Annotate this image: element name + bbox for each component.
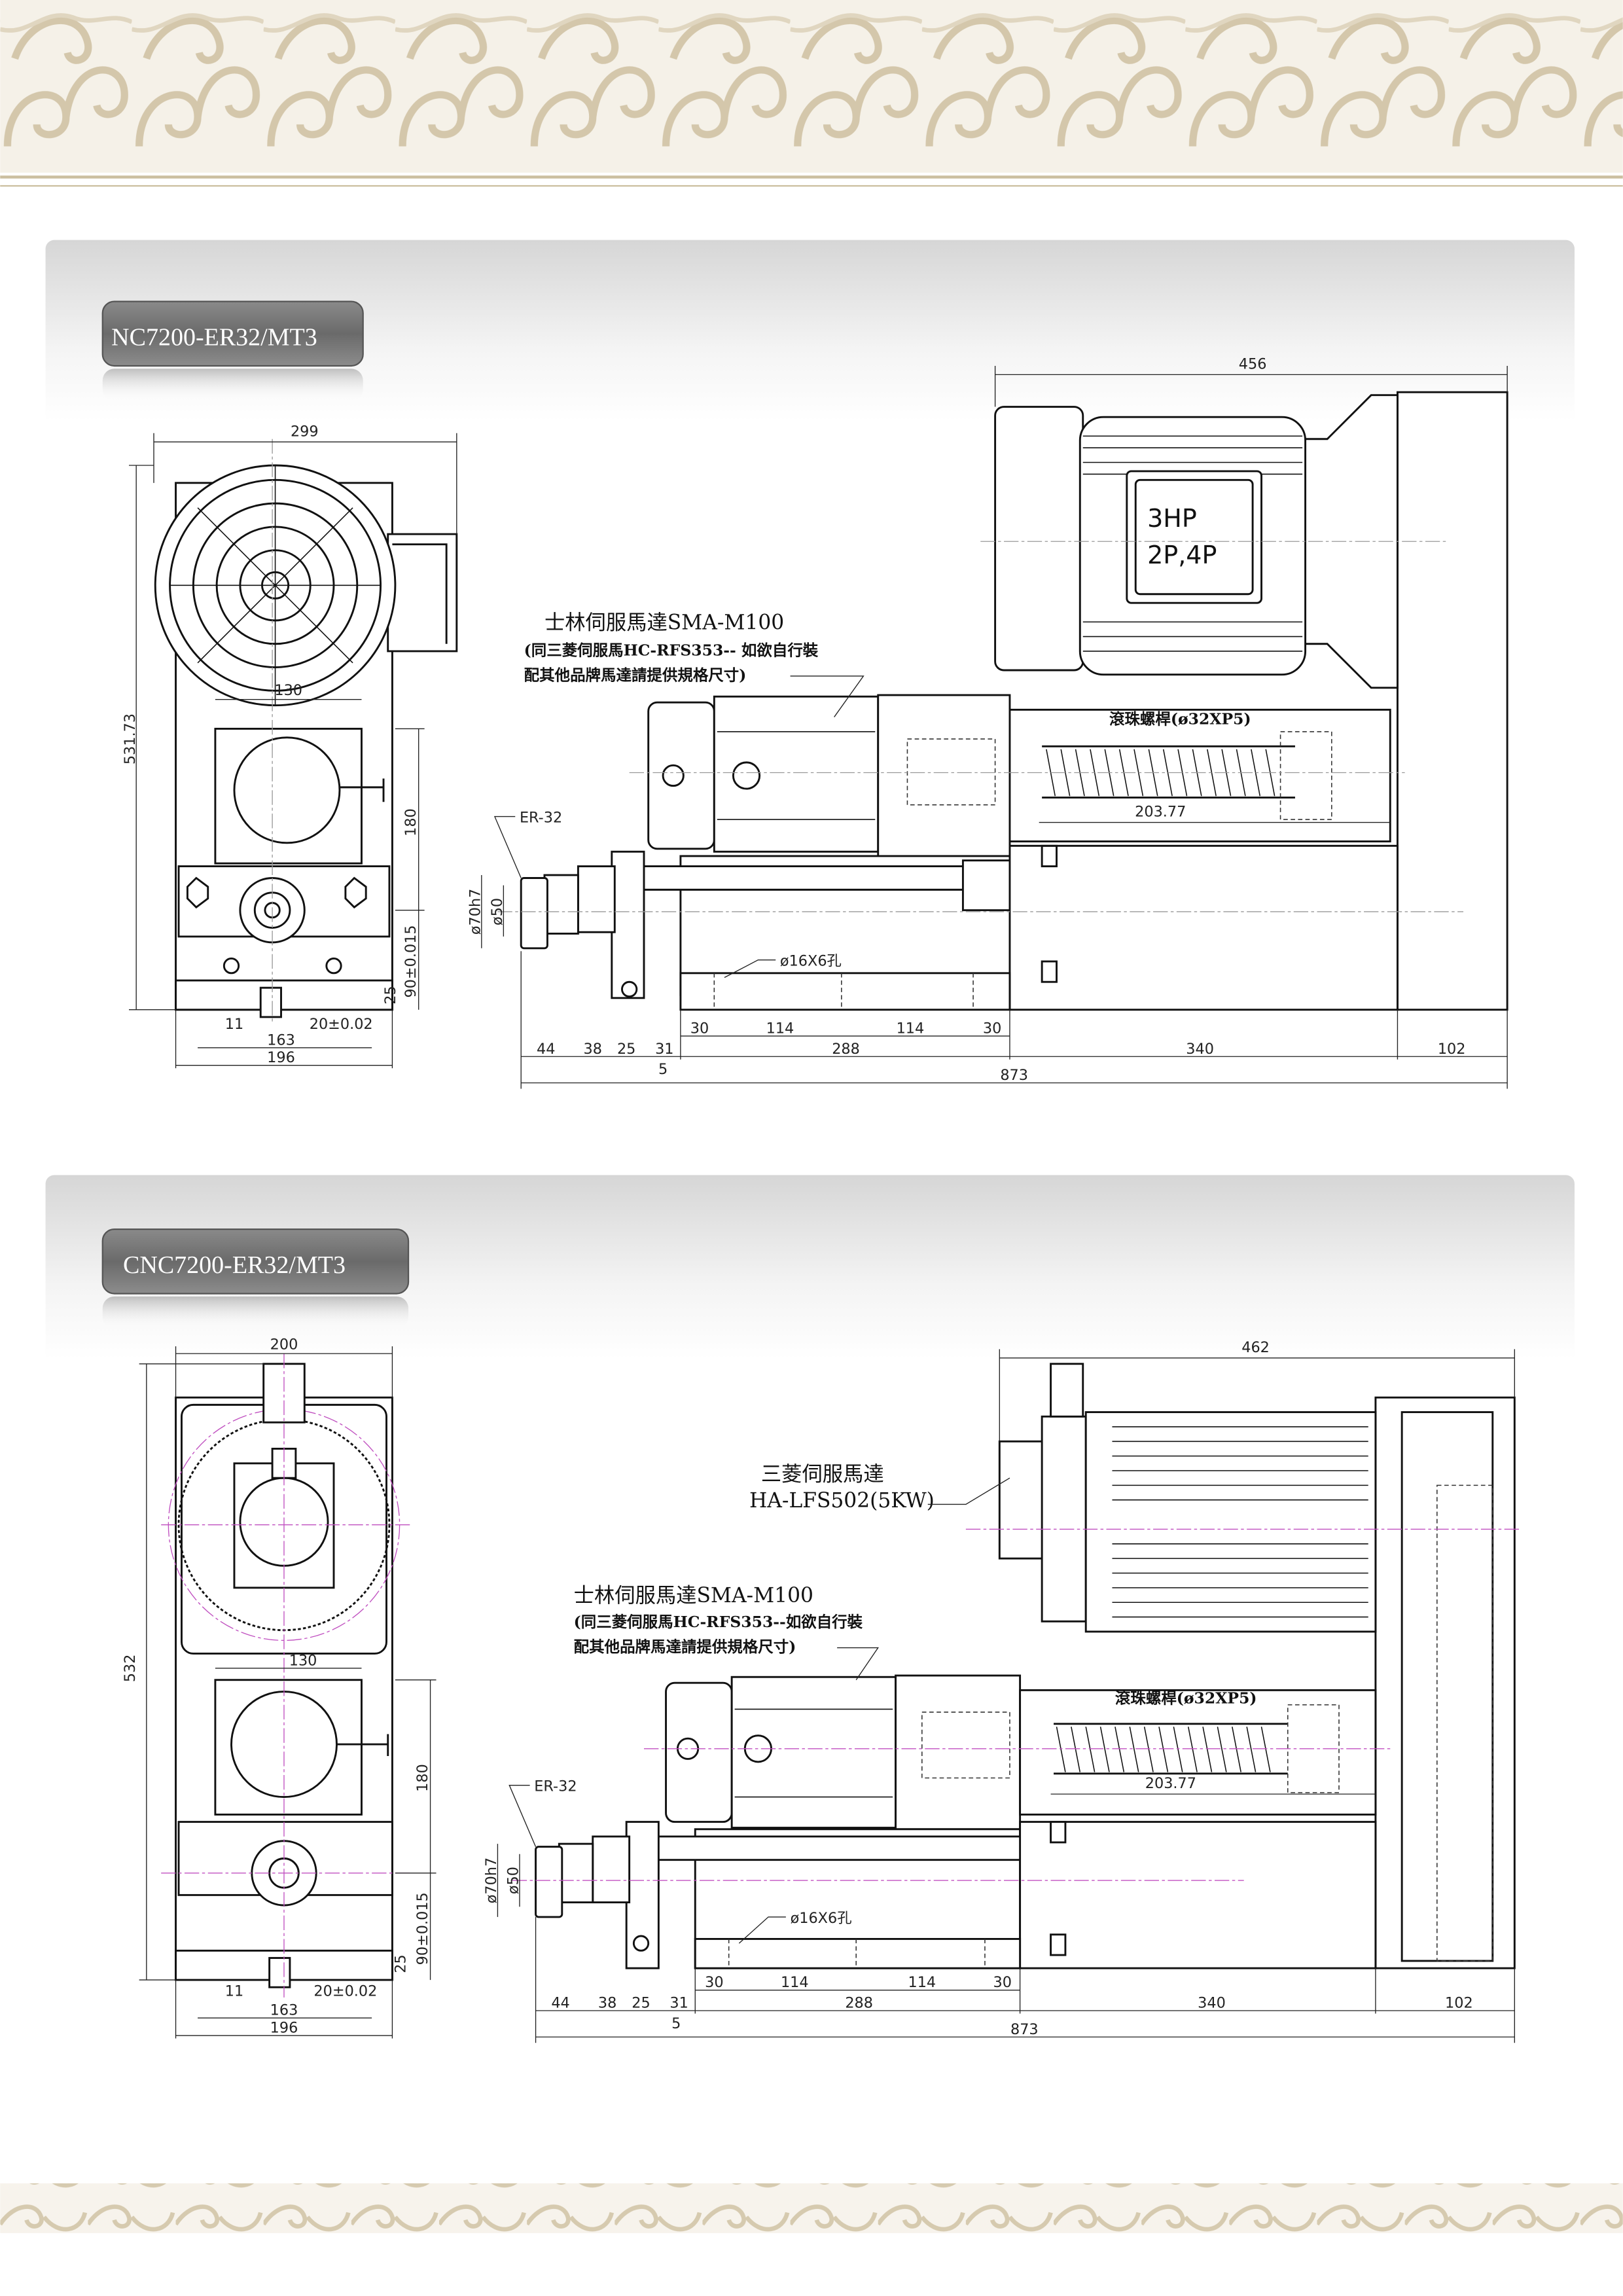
servo-motor xyxy=(730,1676,897,1829)
column-plate xyxy=(1396,391,1508,1011)
dim-bottom-1: 44 xyxy=(537,1041,555,1058)
dim-outer-diameter: ø70h7 xyxy=(483,1857,500,1903)
mounting-holes-label: ø16X6孔 xyxy=(791,1910,852,1927)
dim-bottom-6: 340 xyxy=(1198,1995,1226,2012)
dim-hole-2: 114 xyxy=(766,1020,794,1037)
servo-motor xyxy=(713,695,880,853)
servo-motor-label: 士林伺服馬達SMA-M100 xyxy=(574,1584,813,1607)
dim-slot-width: 20±0.02 xyxy=(310,1016,373,1033)
dim-bottom-5: 288 xyxy=(832,1041,860,1058)
model-title: NC7200-ER32/MT3 xyxy=(111,324,317,351)
dim-bottom-4: 31 xyxy=(669,1995,688,2012)
dim-hole-spacing: 163 xyxy=(270,2002,298,2019)
dim-total-length: 873 xyxy=(1010,2021,1039,2038)
column-plate xyxy=(1374,1396,1516,1969)
dim-screw-length: 203.77 xyxy=(1145,1775,1196,1792)
dim-bottom-3: 25 xyxy=(632,1995,650,2012)
front-view-dimensions: 200 532 130 180 90±0.015 25 11 20±0.02 1… xyxy=(122,1336,437,2039)
side-view-drawing: 3HP 2P,4P xyxy=(497,391,1508,1011)
dim-total-length: 873 xyxy=(1000,1067,1028,1084)
dim-overall-width: 299 xyxy=(291,423,319,440)
model-badge: CNC7200-ER32/MT3 xyxy=(101,1228,410,1329)
mounting-holes-label: ø16X6孔 xyxy=(780,953,842,970)
dim-slot-depth: 11 xyxy=(225,1983,243,2000)
ball-screw-label: 滾珠螺桿(ø32XP5) xyxy=(1109,710,1251,728)
motor-poles-label: 2P,4P xyxy=(1147,541,1217,569)
dim-hole-1: 30 xyxy=(690,1020,709,1037)
dim-overall-width: 200 xyxy=(270,1336,298,1353)
feed-servo-label: 三菱伺服馬達 xyxy=(761,1463,884,1486)
servo-motor-note-1: (同三菱伺服馬HC-RFS353--如欲自行裝 xyxy=(574,1613,863,1631)
dim-hole-spacing: 163 xyxy=(267,1031,295,1049)
section-nc7200: NC7200-ER32/MT3 xyxy=(45,240,1575,1147)
dim-bottom-2: 38 xyxy=(598,1995,616,2012)
dim-bottom-4: 31 xyxy=(655,1041,673,1058)
dim-slot-depth: 11 xyxy=(225,1016,243,1033)
dim-inner-diameter: ø50 xyxy=(489,898,506,925)
dim-base-width: 196 xyxy=(270,2020,298,2037)
ball-screw-label: 滾珠螺桿(ø32XP5) xyxy=(1115,1689,1257,1707)
dim-spindle-height: 90±0.015 xyxy=(414,1892,431,1965)
side-view-labels: 士林伺服馬達SMA-M100 (同三菱伺服馬HC-RFS353-- 如欲自行裝 … xyxy=(467,355,1508,1089)
dim-screw-length: 203.77 xyxy=(1135,804,1186,821)
top-ornament-border xyxy=(0,0,1623,173)
dim-bottom-3: 25 xyxy=(617,1041,635,1058)
side-view-labels: 三菱伺服馬達 HA-LFS502(5KW) 士林伺服馬達SMA-M100 (同三… xyxy=(483,1339,1515,2043)
dim-hole-4: 30 xyxy=(993,1974,1012,1991)
collet-label: ER-32 xyxy=(534,1778,577,1795)
dim-gap: 5 xyxy=(658,1061,668,1078)
dim-hole-3: 114 xyxy=(897,1020,925,1037)
dim-hole-3: 114 xyxy=(908,1974,936,1991)
servo-motor-label: 士林伺服馬達SMA-M100 xyxy=(544,611,784,634)
dim-gearbox-width: 130 xyxy=(289,1652,317,1669)
dim-slot-width: 20±0.02 xyxy=(313,1983,377,2000)
collet-label: ER-32 xyxy=(520,810,562,827)
dim-hole-2: 114 xyxy=(781,1974,809,1991)
servo-motor-note-2: 配其他品牌馬達請提供規格尺寸) xyxy=(574,1638,796,1656)
dim-base-width: 196 xyxy=(267,1049,295,1066)
dim-bottom-7: 102 xyxy=(1438,1041,1466,1058)
dim-hole-1: 30 xyxy=(705,1974,723,1991)
dim-bottom-1: 44 xyxy=(551,1995,569,2012)
dim-hole-4: 30 xyxy=(983,1020,1001,1037)
dim-outer-diameter: ø70h7 xyxy=(467,889,484,935)
front-view-drawing xyxy=(154,439,458,1025)
bottom-ornament-border xyxy=(0,2183,1623,2233)
servo-motor-note-2: 配其他品牌馬達請提供規格尺寸) xyxy=(524,666,747,685)
dim-base-height: 25 xyxy=(382,986,399,1004)
dim-gearbox-height: 180 xyxy=(414,1764,431,1792)
model-badge: NC7200-ER32/MT3 xyxy=(101,300,364,401)
dim-bottom-6: 340 xyxy=(1186,1041,1214,1058)
dim-bottom-5: 288 xyxy=(845,1995,873,2012)
dim-gearbox-height: 180 xyxy=(402,808,419,836)
er32-collet xyxy=(535,1846,563,1918)
model-title: CNC7200-ER32/MT3 xyxy=(123,1251,346,1279)
dim-overall-height: 531.73 xyxy=(122,713,139,764)
dim-spindle-height: 90±0.015 xyxy=(402,925,419,997)
front-view-dimensions: 299 531.73 130 180 90±0.015 25 11 20±0.0… xyxy=(122,423,457,1069)
section-cnc7200: CNC7200-ER32/MT3 200 532 xyxy=(45,1175,1575,2097)
dim-bottom-7: 102 xyxy=(1445,1995,1473,2012)
front-view-drawing xyxy=(161,1354,410,1998)
dim-inner-diameter: ø50 xyxy=(505,1867,522,1894)
dim-top-total: 462 xyxy=(1241,1339,1270,1356)
feed-servo-model: HA-LFS502(5KW) xyxy=(749,1489,935,1513)
feed-servo-motor xyxy=(1084,1411,1377,1633)
dim-base-height: 25 xyxy=(393,1954,410,1973)
dim-top-total: 456 xyxy=(1239,355,1267,372)
side-view-drawing xyxy=(512,1363,1522,1969)
motor-power-label: 3HP xyxy=(1147,504,1197,533)
dim-gap: 5 xyxy=(671,2015,681,2032)
dim-gearbox-width: 130 xyxy=(274,682,302,699)
er32-collet xyxy=(520,877,548,950)
servo-motor-note-1: (同三菱伺服馬HC-RFS353-- 如欲自行裝 xyxy=(524,641,819,660)
dim-bottom-2: 38 xyxy=(584,1041,602,1058)
dim-overall-height: 532 xyxy=(122,1655,139,1683)
